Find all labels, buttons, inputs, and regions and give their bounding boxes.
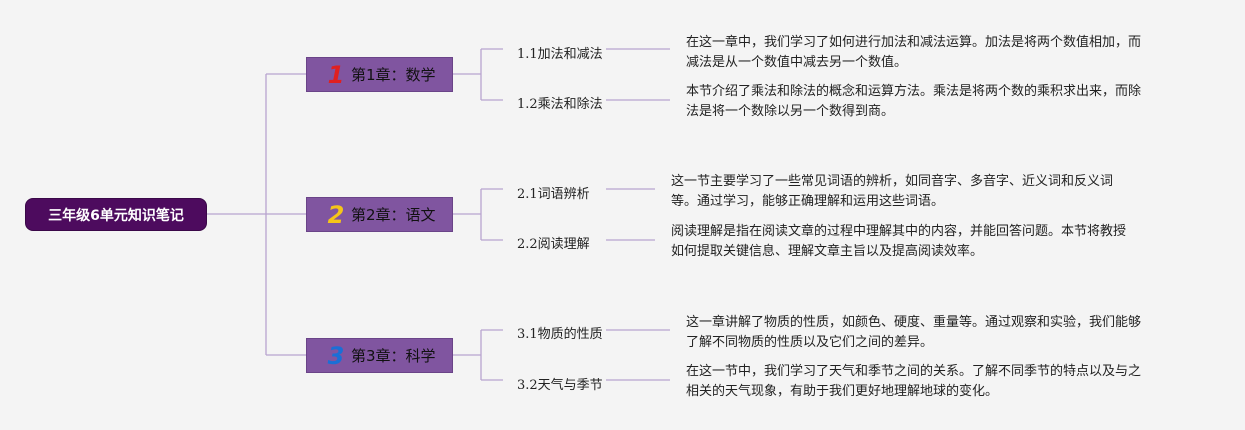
section-desc-1-2: 本节介绍了乘法和除法的概念和运算方法。乘法是将两个数的乘积求出来，而除 法是将一…	[686, 82, 1141, 122]
root-title: 三年级6单元知识笔记	[48, 207, 184, 224]
desc-line: 法是将一个数除以另一个数得到商。	[686, 104, 895, 119]
desc-line: 本节介绍了乘法和除法的概念和运算方法。乘法是将两个数的乘积求出来，而除	[686, 84, 1142, 99]
chapter-node-3[interactable]: 3 第3章：科学	[306, 338, 453, 373]
section-title-3-1[interactable]: 3.1物质的性质	[517, 327, 603, 342]
desc-line: 在这一章中，我们学习了如何进行加法和减法运算。加法是将两个数值相加，而	[686, 35, 1142, 50]
chapter-title-2: 第2章：语文	[351, 206, 436, 224]
chapter-title-3: 第3章：科学	[351, 347, 436, 365]
desc-line: 减法是从一个数值中减去另一个数值。	[686, 55, 908, 70]
section-title-3-2[interactable]: 3.2天气与季节	[517, 378, 603, 393]
section-title-1-2[interactable]: 1.2乘法和除法	[517, 97, 603, 112]
desc-line: 这一章讲解了物质的性质，如颜色、硬度、重量等。通过观察和实验，我们能够	[686, 315, 1142, 330]
section-desc-1-1: 在这一章中，我们学习了如何进行加法和减法运算。加法是将两个数值相加，而 减法是从…	[686, 33, 1141, 73]
section-desc-3-2: 在这一节中，我们学习了天气和季节之间的关系。了解不同季节的特点以及与之 相关的天…	[686, 362, 1141, 402]
chapter-node-1[interactable]: 1 第1章：数学	[306, 57, 453, 92]
section-desc-2-1: 这一节主要学习了一些常见词语的辨析，如同音字、多音字、近义词和反义词 等。通过学…	[671, 172, 1113, 212]
section-desc-2-2: 阅读理解是指在阅读文章的过程中理解其中的内容，并能回答问题。本节将教授 如何提取…	[671, 222, 1126, 262]
desc-line: 阅读理解是指在阅读文章的过程中理解其中的内容，并能回答问题。本节将教授	[671, 224, 1127, 239]
desc-line: 相关的天气现象，有助于我们更好地理解地球的变化。	[686, 384, 999, 399]
chapter-number-3: 3	[327, 341, 345, 370]
section-title-1-1[interactable]: 1.1加法和减法	[517, 47, 603, 62]
desc-line: 如何提取关键信息、理解文章主旨以及提高阅读效率。	[671, 244, 984, 259]
desc-line: 了解不同物质的性质以及它们之间的差异。	[686, 335, 934, 350]
chapter-number-1: 1	[327, 60, 345, 89]
root-node[interactable]: 三年级6单元知识笔记	[25, 198, 207, 231]
desc-line: 等。通过学习，能够正确理解和运用这些词语。	[671, 194, 945, 209]
desc-line: 这一节主要学习了一些常见词语的辨析，如同音字、多音字、近义词和反义词	[671, 174, 1114, 189]
desc-line: 在这一节中，我们学习了天气和季节之间的关系。了解不同季节的特点以及与之	[686, 364, 1142, 379]
chapter-number-2: 2	[327, 200, 345, 229]
section-title-2-2[interactable]: 2.2阅读理解	[517, 237, 590, 252]
section-title-2-1[interactable]: 2.1词语辨析	[517, 187, 590, 202]
section-desc-3-1: 这一章讲解了物质的性质，如颜色、硬度、重量等。通过观察和实验，我们能够 了解不同…	[686, 313, 1141, 353]
chapter-node-2[interactable]: 2 第2章：语文	[306, 197, 453, 232]
chapter-title-1: 第1章：数学	[351, 66, 436, 84]
